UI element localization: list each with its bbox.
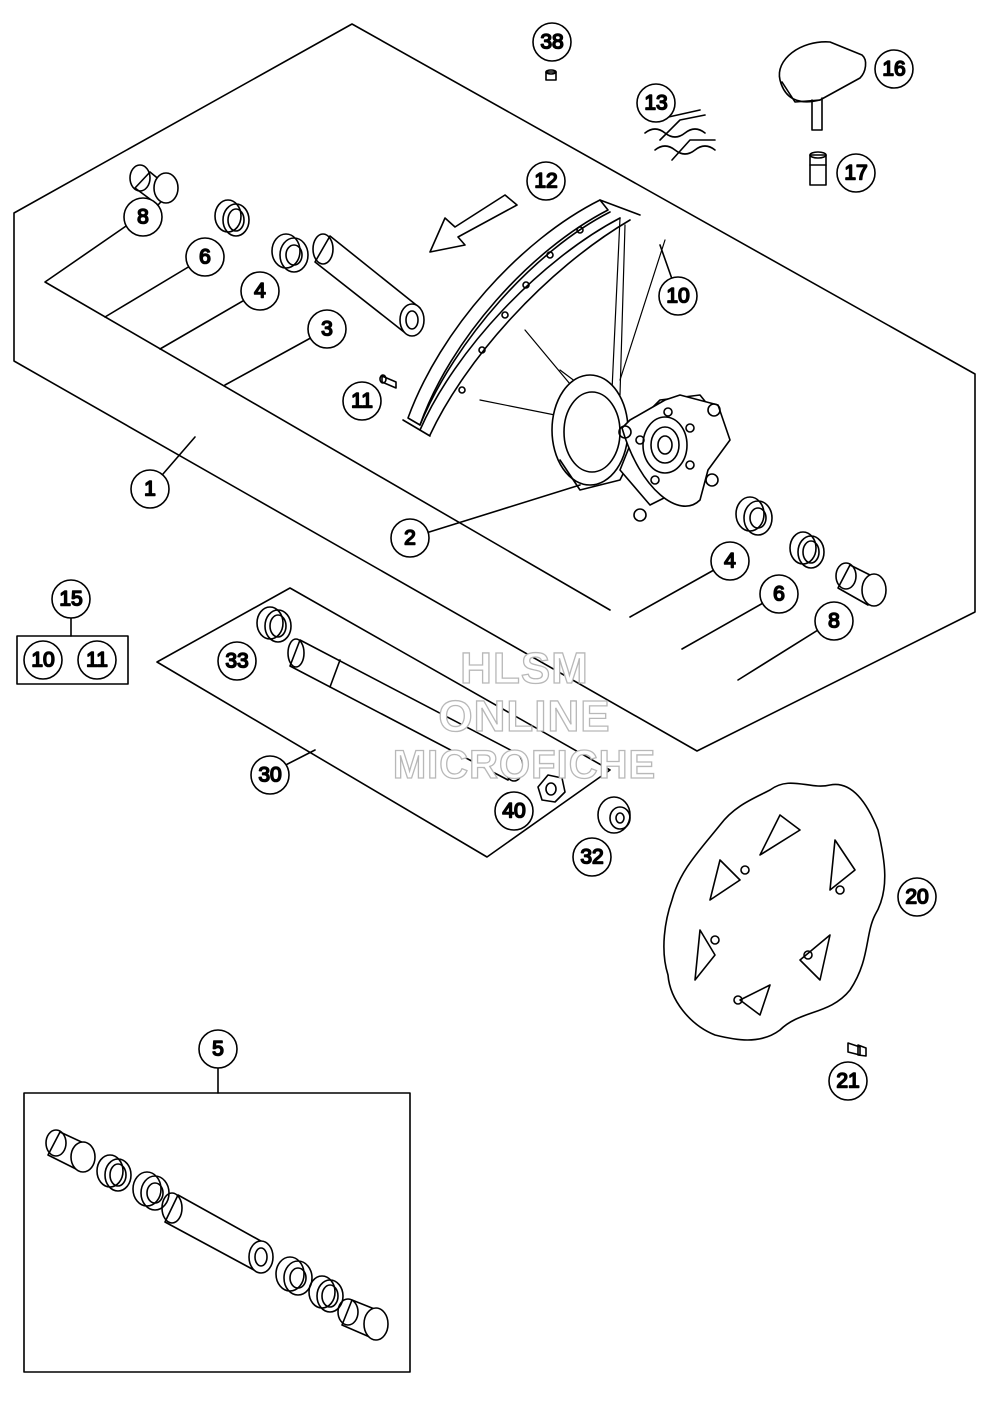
svg-text:16: 16 [882,58,905,81]
svg-text:11: 11 [351,390,373,413]
rim-tape-icon [644,114,716,161]
callout-17: 17 [836,153,876,193]
screw-icon [379,374,397,389]
valve-cap-icon [545,69,557,81]
bearing-kit-frame [23,1092,411,1373]
svg-text:12: 12 [534,170,557,193]
callout-6: 6 [759,574,799,614]
screw-icon [847,1042,867,1057]
callout-32: 32 [572,837,612,877]
svg-text:10: 10 [31,649,54,672]
arrow-icon [429,194,518,253]
svg-text:40: 40 [502,800,525,823]
distance-sleeve-icon [835,562,887,607]
callout-11: 11 [77,640,117,680]
callout-6: 6 [185,237,225,277]
svg-text:10: 10 [666,285,689,308]
svg-text:30: 30 [258,764,281,787]
spacer-icon [96,1154,132,1192]
svg-text:6: 6 [199,246,211,269]
callout-4: 4 [710,541,750,581]
callout-21: 21 [828,1061,868,1101]
callout-38: 38 [532,22,572,62]
svg-text:4: 4 [724,550,736,573]
svg-text:3: 3 [321,318,333,341]
rim-lock-icon [778,41,867,131]
spacer-icon [789,531,825,569]
callout-16: 16 [874,49,914,89]
spacer-icon [214,199,250,237]
callout-5: 5 [198,1029,238,1069]
callout-12: 12 [526,161,566,201]
seal-icon [256,606,292,643]
callout-8: 8 [123,197,163,237]
watermark-line-3: MICROFICHE [392,742,657,787]
axle-sleeve-icon [161,1192,274,1274]
bearing-icon [132,1171,170,1211]
svg-text:2: 2 [404,527,416,550]
nut-icon [537,774,566,803]
callout-10: 10 [23,640,63,680]
nut-icon [809,151,827,186]
callout-11: 11 [342,381,382,421]
svg-text:4: 4 [254,280,266,303]
callout-15: 15 [51,579,91,619]
svg-text:20: 20 [905,886,928,909]
svg-text:5: 5 [212,1038,224,1061]
svg-text:38: 38 [540,31,563,54]
callout-13: 13 [636,83,676,123]
callout-10: 10 [658,276,698,316]
svg-text:6: 6 [773,583,785,606]
svg-text:33: 33 [225,650,248,673]
svg-text:21: 21 [836,1070,859,1093]
svg-text:1: 1 [144,478,156,501]
brake-disc-icon [663,782,886,1041]
callout-2: 2 [390,518,430,558]
axle-icon [287,638,524,782]
svg-text:8: 8 [828,610,840,633]
collar-icon [597,796,631,834]
callout-3: 3 [307,309,347,349]
svg-text:11: 11 [86,649,108,672]
axle-assembly-frame [156,587,611,858]
watermark-line-1: HLSM [460,644,589,693]
svg-text:17: 17 [844,162,867,185]
distance-sleeve-icon [45,1129,96,1173]
callout-40: 40 [494,791,534,831]
hub-icon [551,374,731,522]
callout-8: 8 [814,601,854,641]
svg-text:8: 8 [137,206,149,229]
svg-text:32: 32 [580,846,603,869]
bearing-icon [271,233,309,273]
distance-sleeve-icon [337,1298,389,1341]
callout-1: 1 [130,469,170,509]
bearing-icon [275,1256,313,1296]
callout-30: 30 [250,755,290,795]
bearing-icon [735,496,773,536]
svg-text:13: 13 [644,92,667,115]
watermark-line-2: ONLINE [438,692,611,741]
svg-text:15: 15 [59,588,82,611]
callout-20: 20 [897,877,937,917]
wheel-assembly-frame [13,23,976,752]
callout-4: 4 [240,271,280,311]
spacer-icon [308,1275,344,1313]
callout-33: 33 [217,641,257,681]
kit-legend-box [16,635,129,685]
wheel-rim-icon [402,199,641,437]
watermark: HLSM ONLINE MICROFICHE [372,644,677,789]
axle-sleeve-icon [312,233,425,337]
